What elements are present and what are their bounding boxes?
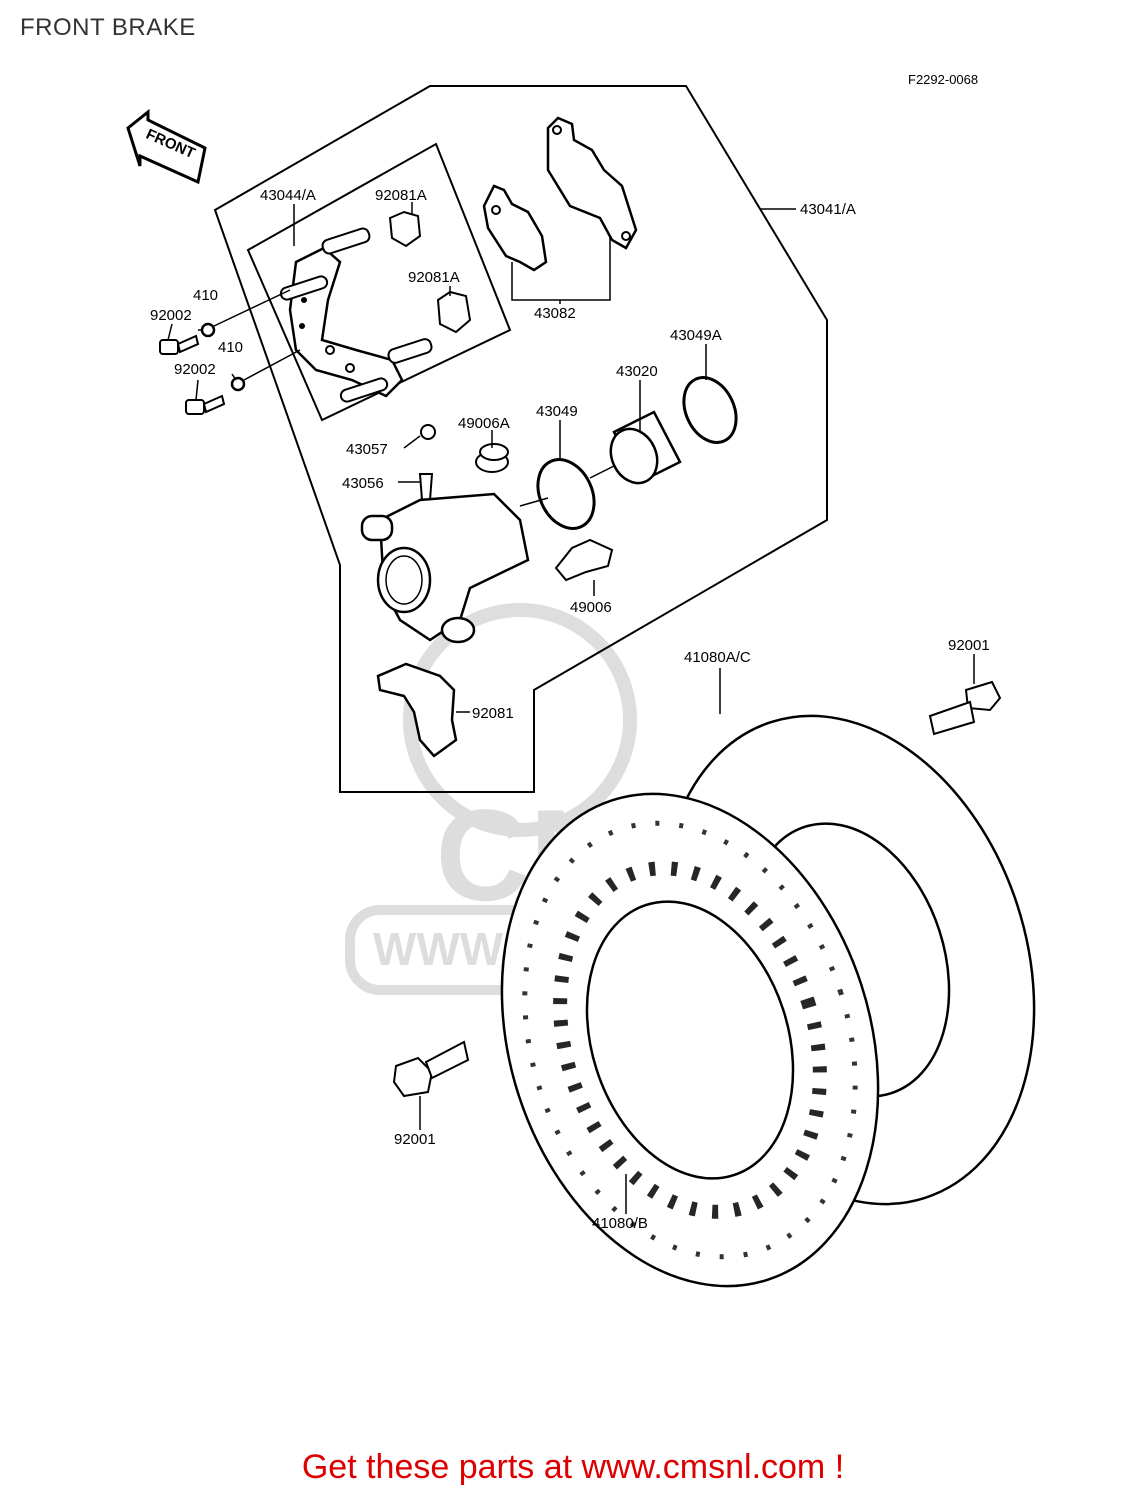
footer-link[interactable]: Get these parts at www.cmsnl.com ! bbox=[301, 1448, 845, 1486]
leader-lines bbox=[167, 202, 975, 1214]
part-label-92002-upper: 92002 bbox=[150, 307, 192, 324]
piston-43020 bbox=[609, 410, 682, 485]
bleed-cap-43057 bbox=[420, 424, 436, 440]
caliper-bolt-49006 bbox=[554, 538, 614, 582]
part-label-43082: 43082 bbox=[534, 305, 576, 322]
brake-pad-front bbox=[482, 184, 548, 272]
disc-bolt-upper bbox=[928, 680, 1002, 736]
pad-group-outline bbox=[511, 220, 611, 301]
dust-seal-43049 bbox=[536, 458, 596, 530]
bolt-92002-lower bbox=[185, 394, 226, 415]
caliper-body bbox=[360, 492, 530, 644]
page-title: FRONT BRAKE bbox=[20, 14, 196, 41]
bolt-92002-upper bbox=[159, 334, 200, 355]
part-label-92081a-lower: 92081A bbox=[408, 269, 460, 286]
part-label-410-lower: 410 bbox=[218, 339, 243, 356]
part-label-43049: 43049 bbox=[536, 403, 578, 420]
part-label-43056: 43056 bbox=[342, 475, 384, 492]
caliper-bracket bbox=[279, 227, 433, 403]
front-arrow-icon: FRONT bbox=[126, 108, 207, 185]
part-labels: 43044/A 92081A 92081A 43082 43041/A 410 … bbox=[150, 187, 990, 1232]
part-label-410-upper: 410 bbox=[193, 287, 218, 304]
part-label-43041a: 43041/A bbox=[800, 201, 856, 218]
pad-holder-92081 bbox=[376, 662, 458, 758]
part-label-92002-lower: 92002 bbox=[174, 361, 216, 378]
disc-bolt-lower bbox=[392, 1040, 470, 1098]
part-label-92081: 92081 bbox=[472, 705, 514, 722]
brake-disc-front bbox=[500, 792, 880, 1288]
part-label-43044a: 43044/A bbox=[260, 187, 316, 204]
diagram-code: F2292-0068 bbox=[908, 72, 979, 87]
exploded-parts-diagram: CMS WWW.CMSNL.COM FRONT bbox=[126, 85, 1036, 1288]
part-label-92081a-upper: 92081A bbox=[375, 187, 427, 204]
part-label-41080ac: 41080A/C bbox=[684, 649, 751, 666]
part-label-43020: 43020 bbox=[616, 363, 658, 380]
brake-pad-rear bbox=[546, 116, 638, 250]
bleed-valve-43056 bbox=[418, 473, 434, 501]
pad-spring-upper bbox=[388, 210, 422, 248]
washer-lower bbox=[230, 376, 246, 392]
caliper-assembly-outline bbox=[213, 85, 828, 793]
part-label-41080b: 41080/B bbox=[592, 1215, 648, 1232]
part-label-43049a: 43049A bbox=[670, 327, 722, 344]
pad-spring-lower bbox=[436, 290, 472, 334]
part-label-43057: 43057 bbox=[346, 441, 388, 458]
boot-49006a bbox=[475, 443, 509, 473]
part-label-49006a: 49006A bbox=[458, 415, 510, 432]
piston-seal-43049a bbox=[682, 376, 738, 444]
part-label-49006: 49006 bbox=[570, 599, 612, 616]
bracket-outline bbox=[246, 142, 512, 422]
part-label-92001-upper: 92001 bbox=[948, 637, 990, 654]
washer-upper bbox=[200, 322, 216, 338]
part-label-92001-lower: 92001 bbox=[394, 1131, 436, 1148]
